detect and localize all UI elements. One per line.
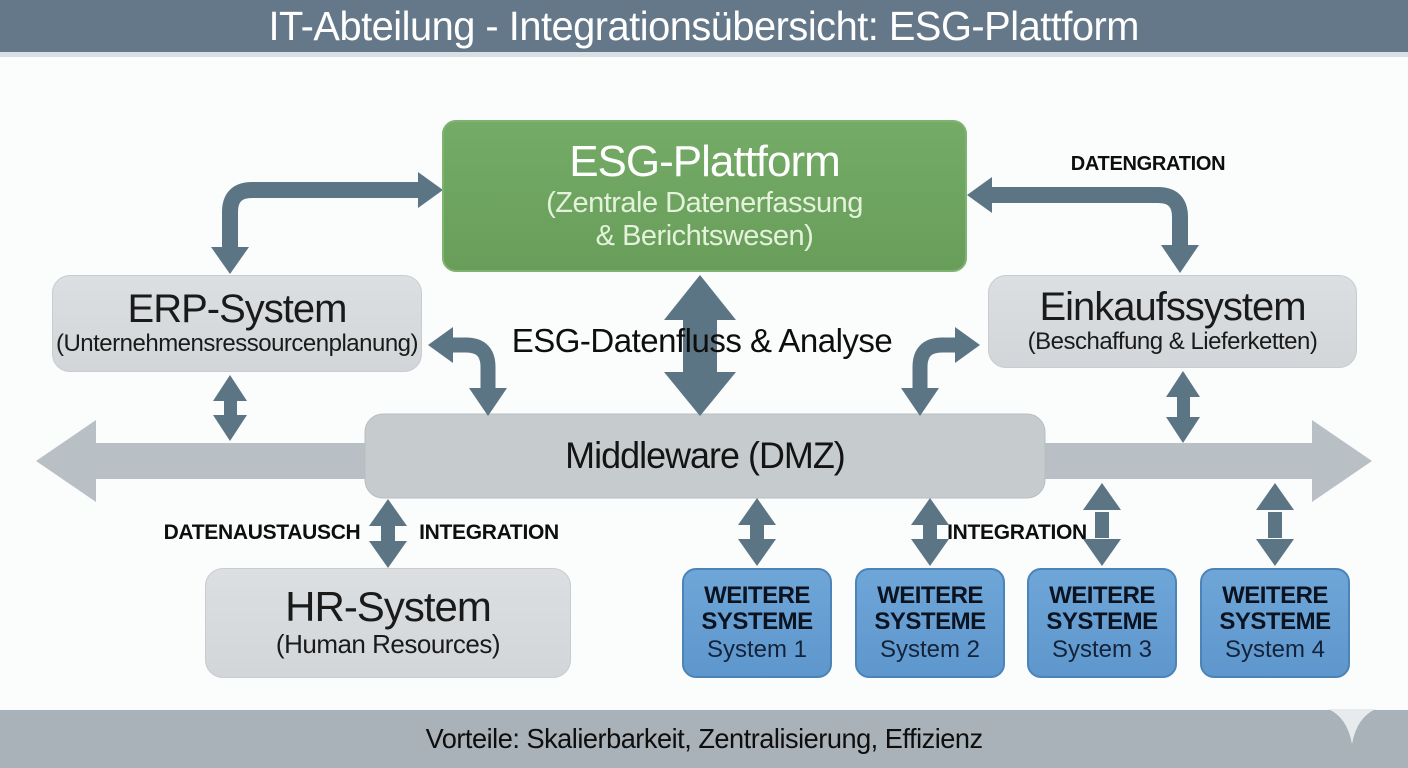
weitere-systeme-node-4: WEITERE SYSTEME System 4	[1200, 568, 1350, 678]
einkaufssystem-node: Einkaufssystem (Beschaffung & Lieferkett…	[988, 275, 1357, 368]
arrow-middleware-system3	[1083, 483, 1121, 566]
arrow-esg-to-middleware	[664, 275, 736, 416]
middleware-horizontal-arrow	[36, 413, 1372, 502]
hr-system-subtitle: (Human Resources)	[275, 629, 501, 660]
footer-benefits-text: Vorteile: Skalierbarkeit, Zentralisierun…	[425, 723, 983, 754]
label-integration-right: INTEGRATION	[947, 521, 1087, 544]
system3-label: System 3	[1051, 636, 1153, 664]
weitere-systeme-node-1: WEITERE SYSTEME System 1	[682, 568, 832, 678]
system4-heading-line1: WEITERE	[1222, 581, 1328, 609]
label-integration-left: INTEGRATION	[419, 521, 559, 544]
weitere-systeme-node-3: WEITERE SYSTEME System 3	[1027, 568, 1177, 678]
system4-heading-line2: SYSTEME	[1219, 607, 1331, 635]
arrow-middleware-system2	[911, 498, 949, 566]
system2-label: System 2	[879, 636, 981, 664]
esg-platform-node: ESG-Plattform (Zentrale Datenerfassung &…	[442, 120, 967, 272]
system3-heading-line2: SYSTEME	[1046, 607, 1158, 635]
erp-system-title: ERP-System	[127, 287, 348, 332]
arrow-middleware-system4	[1256, 483, 1294, 566]
esg-platform-subtitle: (Zentrale Datenerfassung & Berichtswesen…	[546, 187, 863, 254]
system1-heading-line1: WEITERE	[704, 581, 810, 609]
arrow-middleware-hr	[369, 499, 407, 568]
label-datenaustausch: DATENAUSTAUSCH	[163, 521, 361, 544]
system4-label: System 4	[1224, 636, 1326, 664]
hr-system-title: HR-System	[285, 583, 492, 631]
system1-heading-line2: SYSTEME	[701, 607, 813, 635]
arrow-middleware-system1	[738, 498, 776, 566]
erp-system-subtitle: (Unternehmensressourcenplanung)	[55, 330, 419, 358]
arrow-erp-to-middleware-elbow	[428, 327, 507, 416]
footer-bar: Vorteile: Skalierbarkeit, Zentralisierun…	[0, 710, 1408, 768]
esg-platform-subtitle-line2: & Berichtswesen)	[595, 220, 814, 253]
system2-heading-line1: WEITERE	[877, 581, 983, 609]
esg-platform-subtitle-line1: (Zentrale Datenerfassung	[546, 186, 863, 219]
system1-label: System 1	[706, 636, 808, 664]
label-datengration: DATENGRATION	[1070, 153, 1226, 175]
arrow-erp-bottom-middleware	[213, 375, 247, 441]
middleware-node-label: Middleware (DMZ)	[565, 435, 846, 476]
footer-chevron-decoration	[1328, 709, 1376, 744]
system3-heading-line1: WEITERE	[1049, 581, 1155, 609]
weitere-systeme-node-2: WEITERE SYSTEME System 2	[855, 568, 1005, 678]
erp-system-node: ERP-System (Unternehmensressourcenplanun…	[52, 275, 422, 372]
page-title: IT-Abteilung - Integrationsübersicht: ES…	[268, 2, 1140, 49]
arrow-erp-to-esg	[211, 172, 443, 274]
arrow-einkauf-to-middleware-elbow	[901, 327, 980, 416]
hr-system-node: HR-System (Human Resources)	[205, 568, 571, 678]
arrow-datengration-esg-einkauf	[967, 177, 1199, 273]
title-bar: IT-Abteilung - Integrationsübersicht: ES…	[0, 0, 1408, 57]
einkaufssystem-title: Einkaufssystem	[1039, 285, 1306, 330]
label-esg-datenfluss: ESG-Datenfluss & Analyse	[511, 322, 893, 359]
esg-platform-title: ESG-Plattform	[569, 137, 841, 187]
einkaufssystem-subtitle: (Beschaffung & Lieferketten)	[1027, 328, 1318, 356]
system2-heading-line2: SYSTEME	[874, 607, 986, 635]
arrow-einkauf-bottom-middleware	[1166, 371, 1200, 443]
